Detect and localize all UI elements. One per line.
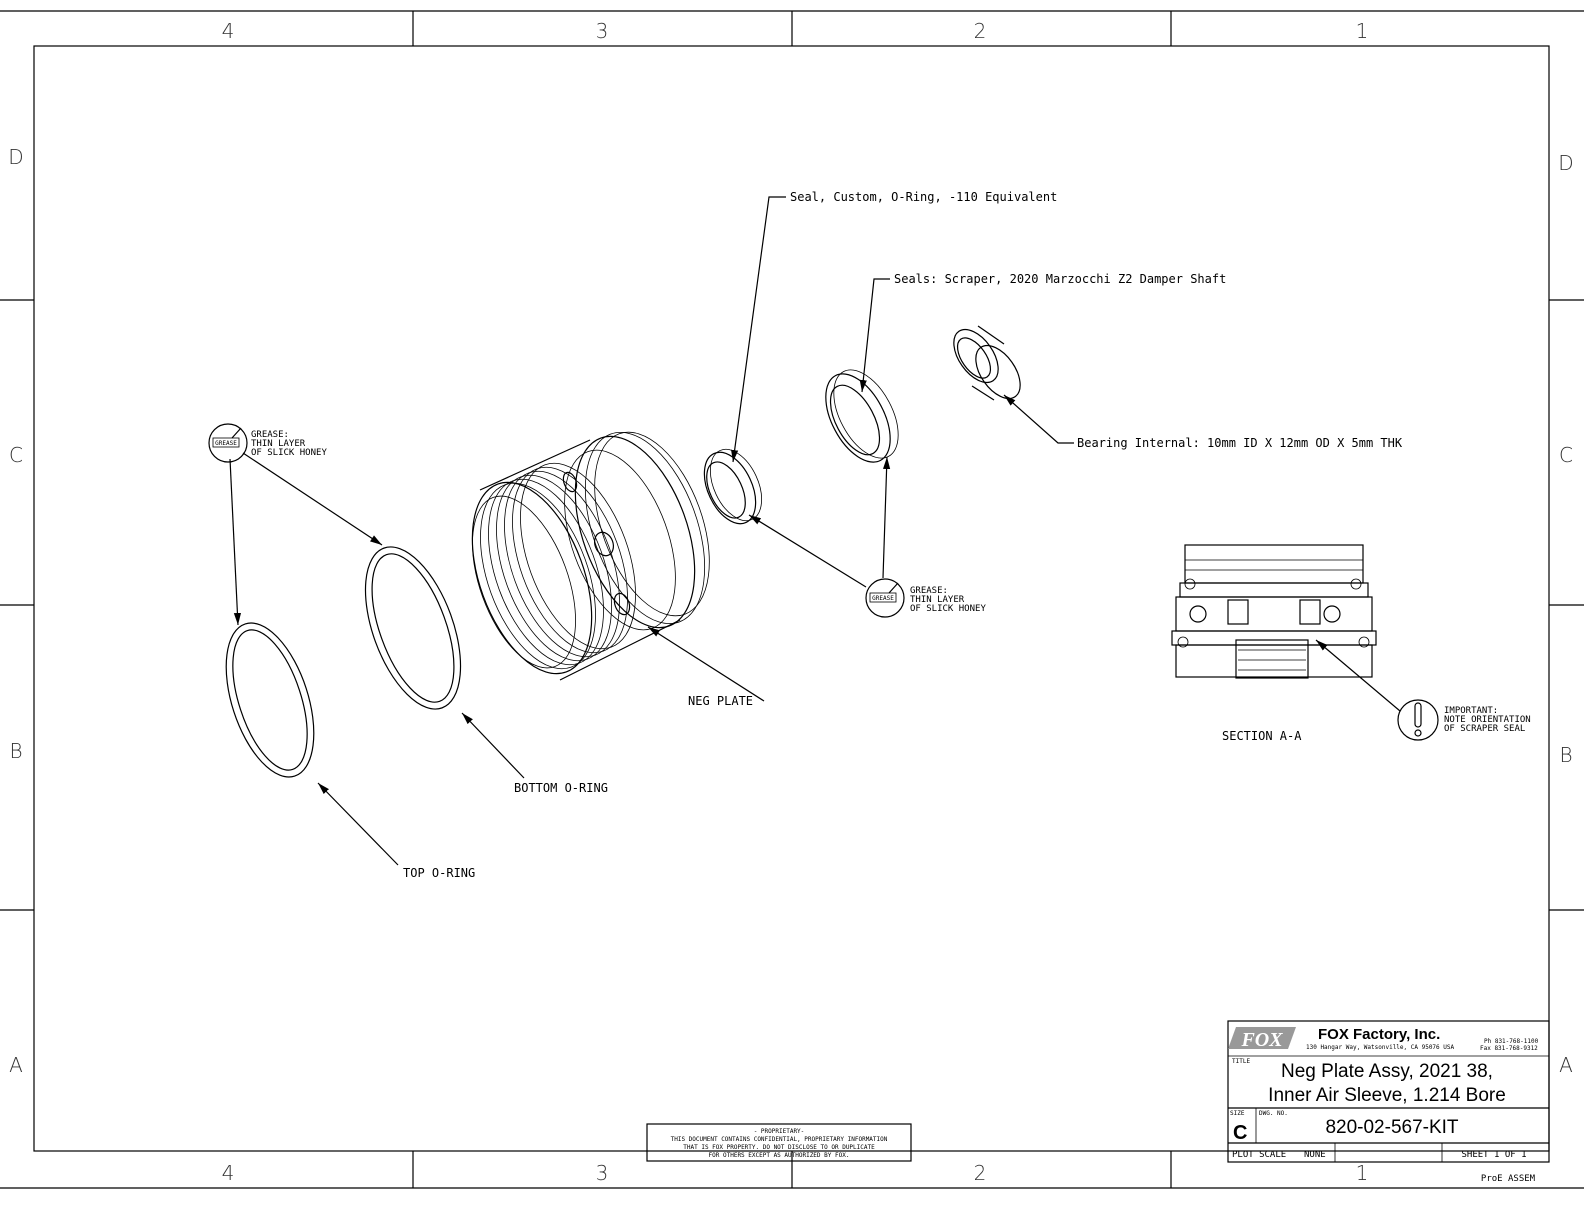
company-phone: Ph 831-768-1100 — [1484, 1038, 1539, 1045]
top-o-ring-part — [225, 622, 315, 778]
zone-row-a-left: A — [9, 1053, 23, 1077]
grease-icon — [208, 423, 248, 463]
zone-col-2-bottom: 2 — [974, 1161, 987, 1185]
inner-border — [33, 45, 1550, 1152]
company-name: FOX Factory, Inc. — [1318, 1026, 1440, 1043]
grease-note-line-1: GREASE: — [910, 586, 948, 596]
seal-o-ring-callout: Seal, Custom, O-Ring, -110 Equivalent — [790, 190, 1057, 204]
dwg-no-label: DWG. NO. — [1259, 1110, 1288, 1117]
title-label: TITLE — [1232, 1058, 1250, 1065]
logo-text: FOX — [1240, 1029, 1283, 1051]
fox-logo: FOX — [1228, 1027, 1296, 1051]
top-o-ring-callout: TOP O-RING — [403, 866, 475, 880]
section-a-a-view — [1171, 544, 1377, 679]
scraper-seal-callout: Seals: Scraper, 2020 Marzocchi Z2 Damper… — [894, 272, 1226, 286]
proprietary-line-3: THAT IS FOX PROPERTY. DO NOT DISCLOSE TO… — [683, 1144, 875, 1151]
company-address: 130 Hangar Way, Watsonville, CA 95076 US… — [1306, 1044, 1454, 1051]
proprietary-line-2: THIS DOCUMENT CONTAINS CONFIDENTIAL, PRO… — [671, 1136, 888, 1143]
grease-note-2: GREASE GREASE: THIN LAYER OF SLICK HONEY — [865, 578, 986, 618]
grease-note-line-2: THIN LAYER — [910, 595, 965, 605]
grease-badge-text: GREASE — [872, 595, 894, 602]
size-value: C — [1233, 1122, 1247, 1144]
grease-note-line-1: GREASE: — [251, 430, 289, 440]
scraper-seal-part — [825, 369, 899, 463]
zone-row-c-left: C — [9, 443, 23, 467]
grease-note-line-3: OF SLICK HONEY — [251, 448, 327, 458]
zone-col-1-bottom: 1 — [1356, 1161, 1369, 1185]
title-line-1: Neg Plate Assy, 2021 38, — [1281, 1061, 1493, 1082]
important-note-line-2: NOTE ORIENTATION — [1444, 715, 1531, 725]
title-line-2: Inner Air Sleeve, 1.214 Bore — [1268, 1085, 1506, 1106]
zone-col-4-bottom: 4 — [222, 1161, 235, 1185]
zone-col-2-top: 2 — [974, 19, 987, 43]
zone-row-d-left: D — [8, 145, 23, 169]
seal-o-ring-part — [703, 448, 763, 525]
bearing-callout: Bearing Internal: 10mm ID X 12mm OD X 5m… — [1077, 436, 1403, 450]
zone-col-1-top: 1 — [1356, 19, 1369, 43]
grease-icon — [865, 578, 905, 618]
plot-scale-value: NONE — [1304, 1150, 1326, 1160]
company-fax: Fax 831-768-9312 — [1480, 1045, 1538, 1052]
proprietary-notice: - PROPRIETARY- THIS DOCUMENT CONTAINS CO… — [646, 1123, 912, 1162]
zone-row-a-right: A — [1559, 1053, 1573, 1077]
title-block: FOX FOX Factory, Inc. 130 Hangar Way, Wa… — [1227, 1020, 1550, 1184]
drawing-frame — [0, 10, 1584, 1189]
bottom-o-ring-callout: BOTTOM O-RING — [514, 781, 608, 795]
zone-row-b-left: B — [9, 739, 22, 763]
size-label: SIZE — [1230, 1110, 1245, 1117]
source-label: ProE ASSEM — [1481, 1174, 1536, 1184]
zone-row-b-right: B — [1559, 743, 1572, 767]
exclamation-icon — [1397, 699, 1439, 741]
neg-plate-part — [471, 431, 710, 681]
zone-col-3-bottom: 3 — [596, 1161, 609, 1185]
neg-plate-callout: NEG PLATE — [688, 694, 753, 708]
proprietary-line-4: FOR OTHERS EXCEPT AS AUTHORIZED BY FOX. — [709, 1152, 850, 1159]
zone-labels: 4 3 2 1 4 3 2 1 D C B A D C B A — [8, 19, 1573, 1185]
grease-note-line-3: OF SLICK HONEY — [910, 604, 986, 614]
section-label: SECTION A-A — [1222, 729, 1302, 743]
plot-scale-label: PLOT SCALE — [1232, 1150, 1286, 1160]
bottom-o-ring-part — [364, 546, 462, 710]
bearing-part — [953, 325, 1021, 401]
zone-row-c-right: C — [1559, 443, 1573, 467]
grease-note-line-2: THIN LAYER — [251, 439, 306, 449]
sheet-count: SHEET 1 OF 1 — [1461, 1150, 1526, 1160]
zone-col-3-top: 3 — [596, 19, 609, 43]
important-note-line-1: IMPORTANT: — [1444, 706, 1498, 716]
zone-row-d-right: D — [1558, 151, 1573, 175]
proprietary-line-1: - PROPRIETARY- — [754, 1128, 805, 1135]
drawing-number: 820-02-567-KIT — [1325, 1117, 1458, 1138]
important-note-line-3: OF SCRAPER SEAL — [1444, 724, 1525, 734]
grease-badge-text: GREASE — [215, 440, 237, 447]
leader-lines — [229, 196, 1401, 866]
grease-note-1: GREASE GREASE: THIN LAYER OF SLICK HONEY — [208, 423, 327, 463]
important-note: IMPORTANT: NOTE ORIENTATION OF SCRAPER S… — [1397, 699, 1531, 741]
zone-col-4-top: 4 — [222, 19, 235, 43]
